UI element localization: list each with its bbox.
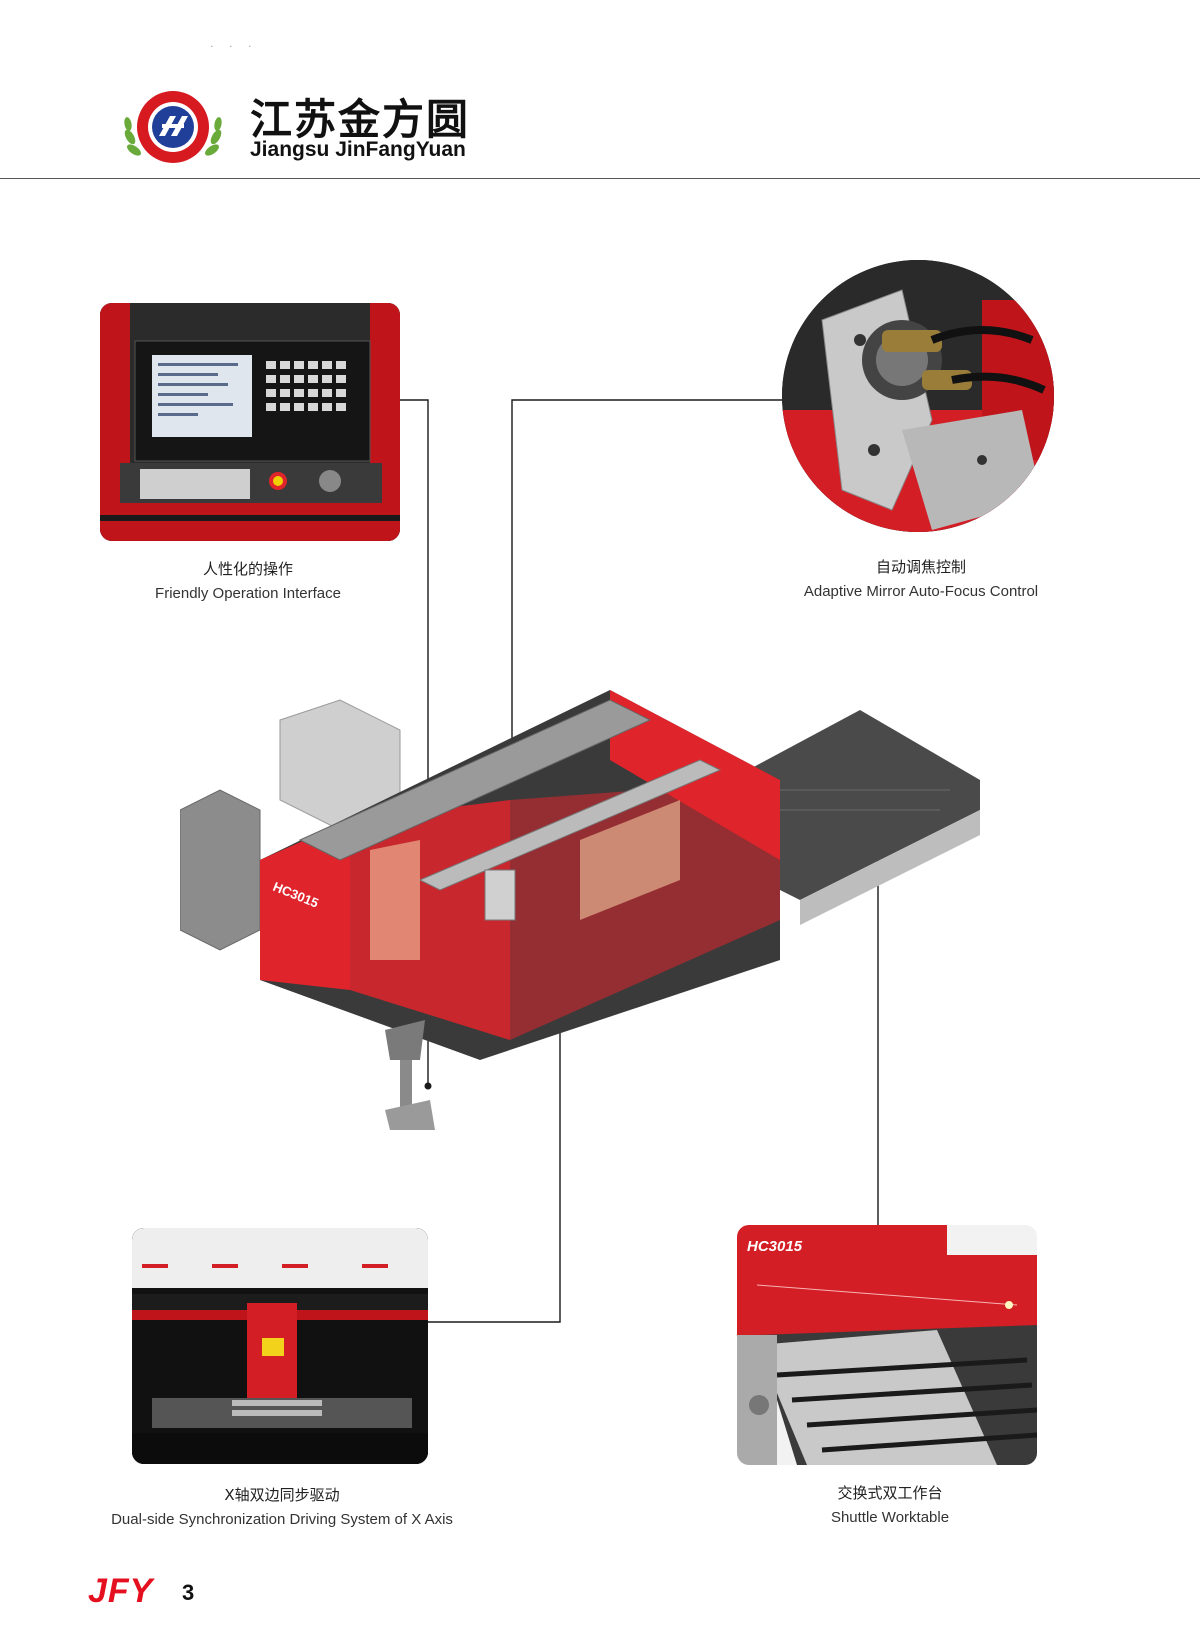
laser-cutting-machine-illustration: HC3015 (180, 690, 980, 1130)
laser-head-photo (782, 260, 1054, 532)
x-axis-gantry-photo (132, 1228, 428, 1464)
caption-shuttle: 交换式双工作台 Shuttle Worktable (680, 1482, 1100, 1526)
page-number: 3 (182, 1580, 195, 1605)
brand-name-chinese: 江苏金方圆 (250, 95, 471, 144)
caption-focus-cn: 自动调焦控制 (875, 558, 966, 576)
caption-control-cn: 人性化的操作 (202, 560, 293, 578)
shuttle-model-label: HC3015 (747, 1238, 803, 1255)
brand-name-english: Jiangsu JinFangYuan (250, 138, 466, 161)
header-divider (0, 178, 1200, 179)
scan-marks: · · · (210, 40, 258, 53)
caption-xaxis: X轴双边同步驱动 Dual-side Synchronization Drivi… (72, 1484, 492, 1528)
caption-control-en: Friendly Operation Interface (155, 585, 341, 602)
caption-xaxis-cn: X轴双边同步驱动 (224, 1486, 340, 1504)
caption-shuttle-cn: 交换式双工作台 (837, 1484, 943, 1502)
caption-focus: 自动调焦控制 Adaptive Mirror Auto-Focus Contro… (711, 556, 1131, 600)
cnc-control-panel-photo (100, 303, 400, 541)
footer-brand-logo: JFY (88, 1572, 154, 1610)
caption-shuttle-en: Shuttle Worktable (830, 1509, 950, 1526)
caption-focus-en: Adaptive Mirror Auto-Focus Control (803, 583, 1039, 600)
shuttle-table-photo: HC3015 (737, 1225, 1037, 1465)
brand-emblem-icon (124, 91, 222, 163)
caption-control: 人性化的操作 Friendly Operation Interface (38, 558, 458, 602)
caption-xaxis-en: Dual-side Synchronization Driving System… (111, 1511, 453, 1528)
